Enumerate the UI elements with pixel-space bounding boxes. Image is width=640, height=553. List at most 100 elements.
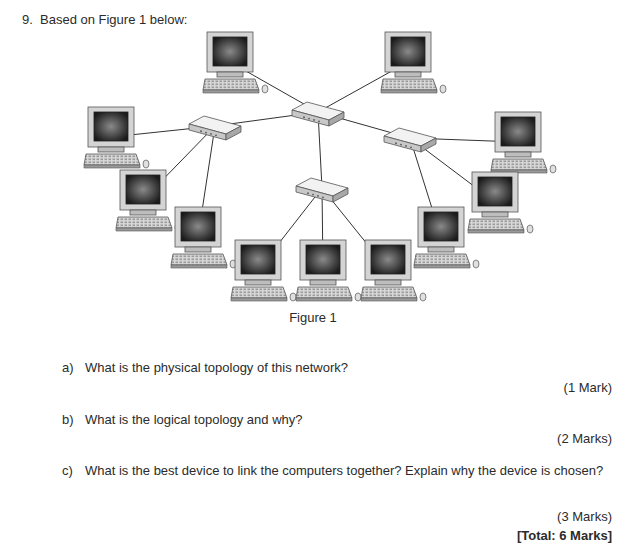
computer (84, 107, 149, 168)
monitor-stand (98, 147, 124, 152)
hub-led (312, 194, 314, 196)
hub-face (384, 136, 421, 152)
monitor-screen (424, 212, 458, 241)
keyboard (381, 79, 437, 90)
monitor-screen (126, 175, 160, 204)
monitor-screen (241, 245, 275, 274)
wires (111, 62, 518, 270)
computer (414, 207, 479, 268)
monitor-screen (391, 37, 425, 66)
mouse (143, 160, 149, 168)
keyboard-edge (116, 228, 172, 231)
hub-face (292, 110, 329, 126)
monitor-case (472, 172, 518, 212)
monitor-case (207, 32, 253, 72)
mouse (290, 293, 296, 301)
hub-led (308, 118, 310, 120)
hub-face (329, 112, 344, 126)
monitor-stand (185, 247, 211, 252)
keyboard-edge (84, 165, 140, 168)
monitor-case (418, 207, 464, 247)
total-marks: [Total: 6 Marks] (517, 526, 612, 545)
computer (491, 112, 556, 173)
hub-device (384, 128, 436, 152)
keyboard-edge (296, 298, 352, 301)
part-letter: c) (62, 461, 73, 480)
monitor-stand (217, 72, 243, 77)
hub-led (205, 132, 207, 134)
keyboard-edge (414, 265, 470, 268)
mouse (262, 85, 268, 93)
hub-led (303, 116, 305, 118)
hubs (189, 102, 436, 202)
hub-led (215, 134, 217, 136)
question-text: What is the logical topology and why? (85, 410, 605, 429)
monitor-case (88, 107, 134, 147)
keyboard-edge (468, 230, 524, 233)
hub-device (292, 102, 344, 126)
monitor-case (235, 240, 281, 280)
monitor-stand (310, 280, 336, 285)
hub-face (421, 138, 436, 152)
monitor-stand (482, 212, 508, 217)
marks: (2 Marks) (557, 429, 612, 448)
computer (171, 207, 236, 268)
monitor-case (120, 170, 166, 210)
monitor-stand (505, 152, 531, 157)
hub-led (210, 133, 212, 135)
question-number: 9. (22, 10, 33, 29)
monitor-screen (213, 37, 247, 66)
marks: (1 Mark) (564, 378, 612, 397)
monitor-screen (501, 117, 535, 146)
hub-led (200, 130, 202, 132)
hub-led (322, 196, 324, 198)
keyboard-edge (203, 90, 259, 93)
keyboard-edge (361, 298, 417, 301)
mouse (420, 293, 426, 301)
keyboard (203, 79, 259, 90)
monitor-screen (94, 112, 128, 141)
hub-device (296, 178, 348, 202)
hub-led (395, 142, 397, 144)
hub-face (296, 186, 333, 202)
computer (116, 170, 181, 231)
computer (231, 240, 296, 301)
part-letter: a) (62, 358, 74, 377)
marks: (3 Marks) (557, 507, 612, 526)
mouse (473, 260, 479, 268)
hub-face (189, 124, 226, 140)
hub-led (410, 146, 412, 148)
keyboard (361, 287, 417, 298)
hub-led (405, 145, 407, 147)
keyboard (468, 219, 524, 230)
monitor-case (385, 32, 431, 72)
monitor-stand (245, 280, 271, 285)
monitor-screen (181, 212, 215, 241)
keyboard-edge (231, 298, 287, 301)
question-intro: Based on Figure 1 below: (40, 10, 187, 29)
hub-led (317, 195, 319, 197)
monitor-case (495, 112, 541, 152)
hub-led (318, 120, 320, 122)
monitor-screen (478, 177, 512, 206)
monitor-case (365, 240, 411, 280)
computer (203, 32, 268, 93)
question-text: What is the physical topology of this ne… (85, 358, 605, 377)
monitor-screen (371, 245, 405, 274)
keyboard (414, 254, 470, 265)
keyboard (116, 217, 172, 228)
figure-caption: Figure 1 (289, 308, 337, 327)
computer (468, 172, 533, 233)
keyboard (296, 287, 352, 298)
monitor-stand (428, 247, 454, 252)
keyboard (231, 287, 287, 298)
monitor-screen (306, 245, 340, 274)
mouse (440, 85, 446, 93)
keyboard (171, 254, 227, 265)
computer (381, 32, 446, 93)
keyboard (84, 154, 140, 165)
computer (296, 240, 361, 301)
keyboard (491, 159, 547, 170)
mouse (527, 225, 533, 233)
hub-led (400, 144, 402, 146)
